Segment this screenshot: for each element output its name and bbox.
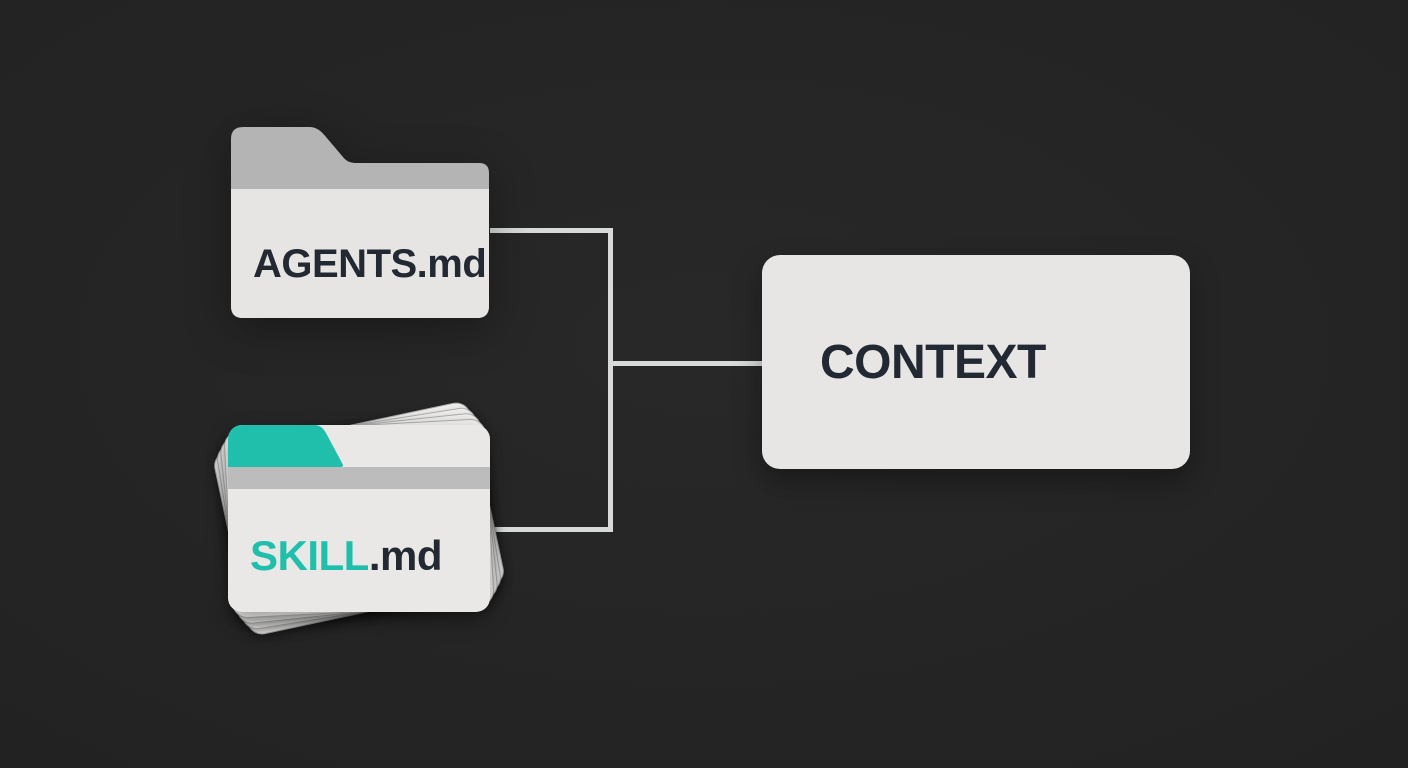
skill-card-header	[228, 425, 490, 489]
context-label: CONTEXT	[820, 335, 1046, 389]
skill-md-label: SKILL.md	[250, 532, 443, 579]
skill-teal-tab-shape	[228, 425, 344, 467]
skill-card-front: SKILL.md	[228, 425, 490, 612]
skill-label-accent: SKILL	[250, 532, 369, 579]
agents-md-node: AGENTS.md	[231, 126, 493, 318]
connector-skill-horizontal	[495, 527, 608, 532]
skill-md-node: SKILL.md	[211, 399, 507, 638]
connector-vertical-trunk	[608, 228, 613, 532]
folder-icon	[231, 127, 489, 318]
skill-stripe-shape	[228, 467, 490, 489]
folder-body-shape	[231, 189, 489, 318]
connector-context-horizontal	[613, 361, 762, 366]
agents-md-label: AGENTS.md	[253, 242, 487, 286]
connector-agents-horizontal	[490, 228, 613, 233]
skill-label-suffix: .md	[368, 532, 443, 579]
context-node: CONTEXT	[762, 255, 1190, 469]
